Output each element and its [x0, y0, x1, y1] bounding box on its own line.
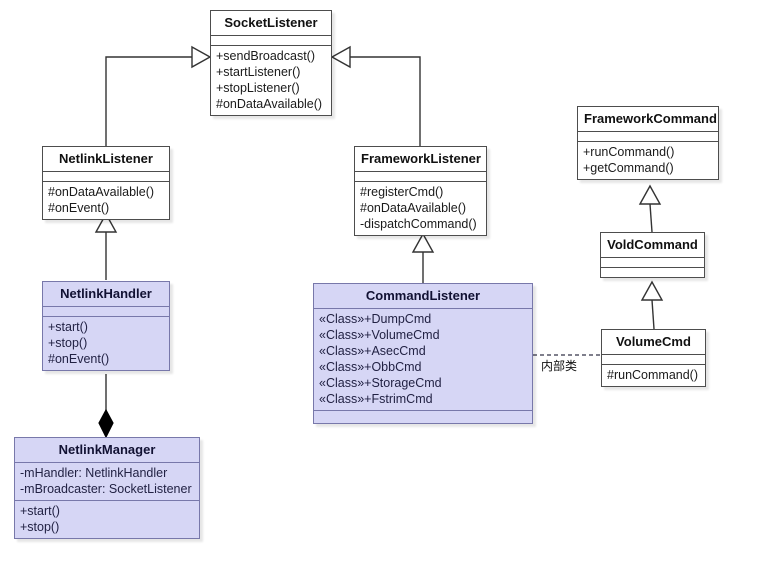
- class-attributes-netlink-listener: [43, 172, 169, 182]
- class-operations-framework-listener: #registerCmd() #onDataAvailable() -dispa…: [355, 182, 486, 235]
- edge-netlinklistener-to-socketlistener: [105, 45, 212, 146]
- attribute-row: «Class»+AsecCmd: [319, 344, 426, 358]
- operation-row: #onDataAvailable(): [216, 97, 323, 111]
- class-title-netlink-manager: NetlinkManager: [15, 438, 199, 463]
- class-operations-volume-cmd: #runCommand(): [602, 365, 705, 386]
- class-attributes-framework-listener: [355, 172, 486, 182]
- class-title-socket-listener: SocketListener: [211, 11, 331, 36]
- class-box-netlink-handler[interactable]: NetlinkHandler +start() +stop() #onEvent…: [42, 281, 170, 371]
- attribute-row: «Class»+FstrimCmd: [319, 392, 433, 406]
- class-attributes-socket-listener: [211, 36, 331, 46]
- operation-row: +startListener(): [216, 65, 301, 79]
- class-box-volume-cmd[interactable]: VolumeCmd #runCommand(): [601, 329, 706, 387]
- operation-row: +stop(): [48, 336, 88, 350]
- operation-row: #onDataAvailable(): [360, 201, 467, 215]
- operation-row: +stop(): [20, 520, 60, 534]
- operation-row: +runCommand(): [583, 145, 675, 159]
- class-box-socket-listener[interactable]: SocketListener +sendBroadcast() +startLi…: [210, 10, 332, 116]
- class-title-volume-cmd: VolumeCmd: [602, 330, 705, 355]
- class-title-framework-command: FrameworkCommand: [578, 107, 718, 132]
- operation-row: #onDataAvailable(): [48, 185, 155, 199]
- class-operations-framework-command: +runCommand() +getCommand(): [578, 142, 718, 179]
- attribute-row: -mBroadcaster: SocketListener: [20, 482, 192, 496]
- inner-class-note-label: 内部类: [541, 359, 578, 373]
- operation-row: +stopListener(): [216, 81, 300, 95]
- class-operations-netlink-manager: +start() +stop(): [15, 501, 199, 538]
- class-box-framework-command[interactable]: FrameworkCommand +runCommand() +getComma…: [577, 106, 719, 180]
- edge-commandlistener-to-frameworklistener: [411, 232, 435, 283]
- class-box-command-listener[interactable]: CommandListener «Class»+DumpCmd «Class»+…: [313, 283, 533, 424]
- edge-netlinkhandler-to-netlinklistener: [94, 212, 118, 280]
- class-operations-socket-listener: +sendBroadcast() +startListener() +stopL…: [211, 46, 331, 115]
- class-operations-command-listener: [314, 411, 532, 423]
- class-operations-netlink-listener: #onDataAvailable() #onEvent(): [43, 182, 169, 219]
- attribute-row: «Class»+StorageCmd: [319, 376, 442, 390]
- class-attributes-netlink-handler: [43, 307, 169, 317]
- class-box-framework-listener[interactable]: FrameworkListener #registerCmd() #onData…: [354, 146, 487, 236]
- edge-netlinkmanager-to-netlinkhandler: [98, 374, 114, 439]
- operation-row: #onEvent(): [48, 352, 110, 366]
- class-operations-netlink-handler: +start() +stop() #onEvent(): [43, 317, 169, 370]
- operation-row: +start(): [48, 320, 88, 334]
- class-operations-vold-command: [601, 268, 704, 277]
- operation-row: +start(): [20, 504, 60, 518]
- class-title-vold-command: VoldCommand: [601, 233, 704, 258]
- class-title-netlink-listener: NetlinkListener: [43, 147, 169, 172]
- class-attributes-volume-cmd: [602, 355, 705, 365]
- class-box-netlink-listener[interactable]: NetlinkListener #onDataAvailable() #onEv…: [42, 146, 170, 220]
- class-attributes-command-listener: «Class»+DumpCmd «Class»+VolumeCmd «Class…: [314, 309, 532, 411]
- class-attributes-netlink-manager: -mHandler: NetlinkHandler -mBroadcaster:…: [15, 463, 199, 501]
- operation-row: -dispatchCommand(): [360, 217, 477, 231]
- class-title-command-listener: CommandListener: [314, 284, 532, 309]
- class-title-netlink-handler: NetlinkHandler: [43, 282, 169, 307]
- class-box-vold-command[interactable]: VoldCommand: [600, 232, 705, 278]
- edge-frameworklistener-to-socketlistener: [330, 45, 421, 146]
- operation-row: +sendBroadcast(): [216, 49, 316, 63]
- attribute-row: «Class»+ObbCmd: [319, 360, 422, 374]
- edge-volumecmd-to-voldcommand: [640, 280, 664, 330]
- operation-row: #runCommand(): [607, 368, 699, 382]
- class-attributes-framework-command: [578, 132, 718, 142]
- attribute-row: -mHandler: NetlinkHandler: [20, 466, 168, 480]
- class-attributes-vold-command: [601, 258, 704, 268]
- attribute-row: «Class»+DumpCmd: [319, 312, 432, 326]
- operation-row: #onEvent(): [48, 201, 110, 215]
- edge-voldcommand-to-frameworkcommand: [638, 184, 662, 233]
- attribute-row: «Class»+VolumeCmd: [319, 328, 440, 342]
- operation-row: +getCommand(): [583, 161, 674, 175]
- class-title-framework-listener: FrameworkListener: [355, 147, 486, 172]
- operation-row: #registerCmd(): [360, 185, 444, 199]
- class-box-netlink-manager[interactable]: NetlinkManager -mHandler: NetlinkHandler…: [14, 437, 200, 539]
